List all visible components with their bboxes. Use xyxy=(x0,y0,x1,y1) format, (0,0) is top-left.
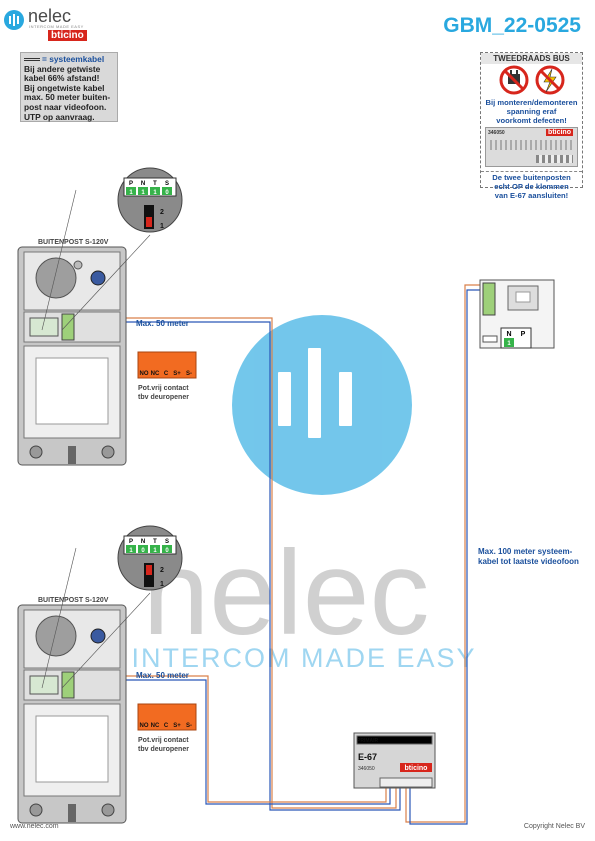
svg-text:C: C xyxy=(164,723,169,729)
svg-text:1: 1 xyxy=(153,548,157,554)
svg-text:S-: S- xyxy=(186,371,192,377)
panel-label: BUITENPOST S-120V xyxy=(38,239,109,246)
switch-zoom-1: P N T S 1 1 1 0 2 1 xyxy=(117,167,183,233)
note-legend: = systeemkabel xyxy=(24,54,114,65)
warning-mount-line: voorkomt defecten! xyxy=(496,116,567,125)
svg-text:1: 1 xyxy=(129,548,133,554)
svg-text:tbv deuropener: tbv deuropener xyxy=(138,746,189,753)
switch-zoom-2: P N T S 1 0 1 0 2 1 xyxy=(117,525,183,591)
warning-icons xyxy=(499,65,564,95)
svg-text:2: 2 xyxy=(160,567,164,574)
svg-text:tbv deuropener: tbv deuropener xyxy=(138,394,189,401)
no-plug-icon xyxy=(499,65,528,95)
cable-length-label: Max. 50 meter xyxy=(136,671,189,680)
svg-text:Pot.vrij contact: Pot.vrij contact xyxy=(138,385,189,392)
power-supply: PRIMAIR E-67 346050 bticino xyxy=(353,732,436,789)
bus-wires xyxy=(84,284,484,825)
svg-text:2: 2 xyxy=(160,209,164,216)
svg-text:S: S xyxy=(165,181,169,187)
watermark: nelec INTERCOM MADE EASY xyxy=(131,315,476,673)
monitor-cable-label: Max. 100 meter systeem- xyxy=(478,547,573,556)
bus-warning: TWEEDRAADS BUS Bij monteren/demonteren s… xyxy=(480,52,583,200)
svg-text:NO: NO xyxy=(140,723,149,729)
svg-text:S: S xyxy=(165,539,169,545)
svg-text:N: N xyxy=(141,181,145,187)
footer-website[interactable]: www.nelec.com xyxy=(10,823,59,830)
svg-text:Pot.vrij contact: Pot.vrij contact xyxy=(138,737,189,744)
svg-text:T: T xyxy=(153,539,157,545)
monitor-switch-value: 1 xyxy=(507,341,511,347)
panel-label: BUITENPOST S-120V xyxy=(38,597,109,604)
note-line: max. 50 meter buiten- xyxy=(24,92,111,103)
watermark-tagline: INTERCOM MADE EASY xyxy=(131,643,476,673)
svg-text:S-: S- xyxy=(186,723,192,729)
warning-mount-line: spanning eraf xyxy=(506,107,557,116)
svg-text:0: 0 xyxy=(141,548,145,554)
svg-text:1: 1 xyxy=(160,581,164,588)
brand-name: nelec xyxy=(28,6,72,26)
outdoor-panel-1: BUITENPOST S-120V xyxy=(17,189,151,466)
monitor-cable-label: kabel tot laatste videofoon xyxy=(478,557,579,566)
footer-copyright: Copyright Nelec BV xyxy=(523,823,585,830)
svg-text:PRIMAIR: PRIMAIR xyxy=(357,738,379,744)
note-line: Bij andere getwiste xyxy=(24,63,101,74)
svg-text:P: P xyxy=(129,539,133,545)
brand-logo: nelec INTERCOM MADE EASY bticino xyxy=(4,6,114,44)
door-contact-terminals-2: NO NC C S+ S- Pot.vrij contact tbv deuro… xyxy=(137,703,197,753)
svg-text:1: 1 xyxy=(129,190,133,196)
power-module-mini: 346050 bticino xyxy=(485,127,578,167)
svg-text:0: 0 xyxy=(165,190,169,196)
svg-text:NC: NC xyxy=(151,723,160,729)
note-line: post naar videofoon. xyxy=(24,101,107,112)
power-model: E-67 xyxy=(358,752,377,762)
warning-mount-line: Bij monteren/demonteren xyxy=(485,98,578,107)
svg-text:T: T xyxy=(153,181,157,187)
brand-tagline: INTERCOM MADE EASY xyxy=(29,24,84,29)
no-voltage-icon xyxy=(535,65,564,95)
svg-text:bticino: bticino xyxy=(405,765,428,772)
svg-text:C: C xyxy=(164,371,169,377)
video-monitor: N P 1 xyxy=(479,279,555,349)
svg-text:346050: 346050 xyxy=(358,766,375,772)
svg-text:P: P xyxy=(129,181,133,187)
svg-text:0: 0 xyxy=(165,548,169,554)
warning-connect-line: van E-67 aansluiten! xyxy=(494,191,569,200)
monitor-switch-label: N xyxy=(506,331,511,338)
page-title: GBM_22-0525 xyxy=(443,14,581,37)
svg-text:N: N xyxy=(141,539,145,545)
door-contact-terminals-1: NO NC C S+ S- Pot.vrij contact tbv deuro… xyxy=(137,351,197,401)
svg-text:NO: NO xyxy=(140,371,149,377)
warning-connect-line: echt OP de klemmen xyxy=(494,182,569,191)
svg-text:1: 1 xyxy=(141,190,145,196)
nelec-logo-icon xyxy=(4,10,24,30)
warning-connect-line: De twee buitenposten xyxy=(492,173,571,182)
warning-title: TWEEDRAADS BUS xyxy=(481,53,582,64)
note-line: Bij ongetwiste kabel xyxy=(24,82,105,93)
cable-length-label: Max. 50 meter xyxy=(136,319,189,328)
note-line: UTP op aanvraag. xyxy=(24,111,95,122)
svg-text:S+: S+ xyxy=(173,723,181,729)
cable-note: = systeemkabel Bij andere getwiste kabel… xyxy=(20,52,118,122)
watermark-brand: nelec xyxy=(143,526,430,660)
outdoor-panel-2: BUITENPOST S-120V xyxy=(17,547,151,824)
svg-text:1: 1 xyxy=(160,223,164,230)
note-line: kabel 66% afstand! xyxy=(24,73,100,84)
bticino-logo: bticino xyxy=(48,30,87,41)
svg-text:1: 1 xyxy=(153,190,157,196)
monitor-switch-label: P xyxy=(521,331,526,338)
svg-text:NC: NC xyxy=(151,371,160,377)
svg-text:S+: S+ xyxy=(173,371,181,377)
